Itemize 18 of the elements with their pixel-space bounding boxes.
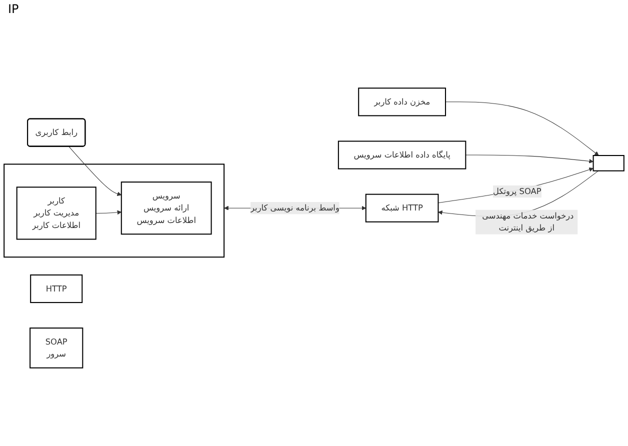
note-label: IP xyxy=(8,2,19,16)
edge-label: درخواست خدمات مهندسی از طریق اینترنت xyxy=(482,210,574,233)
arrow xyxy=(68,146,122,196)
node-box: HTTP xyxy=(30,274,83,304)
node-box: پایگاه داده اطلاعات سرویس xyxy=(338,140,466,170)
edge-label: پروتکل SOAP xyxy=(493,186,542,196)
node-box: سرویس ارائه سرویس اطلاعات سرویس xyxy=(120,182,212,235)
node-box xyxy=(592,155,624,172)
arrow xyxy=(445,102,599,156)
cluster xyxy=(4,164,225,258)
arrow xyxy=(96,210,122,215)
arrow xyxy=(438,167,594,204)
node-box: شبکه HTTP xyxy=(365,194,439,222)
arrow xyxy=(465,154,594,164)
edge-label: واسط برنامه نویسی کاربر xyxy=(250,202,340,213)
node-box: کاربر مدیریت کاربر اطلاعات کاربر xyxy=(16,186,96,240)
arrow xyxy=(438,170,599,217)
node-box: مخزن داده کاربر xyxy=(358,88,446,116)
